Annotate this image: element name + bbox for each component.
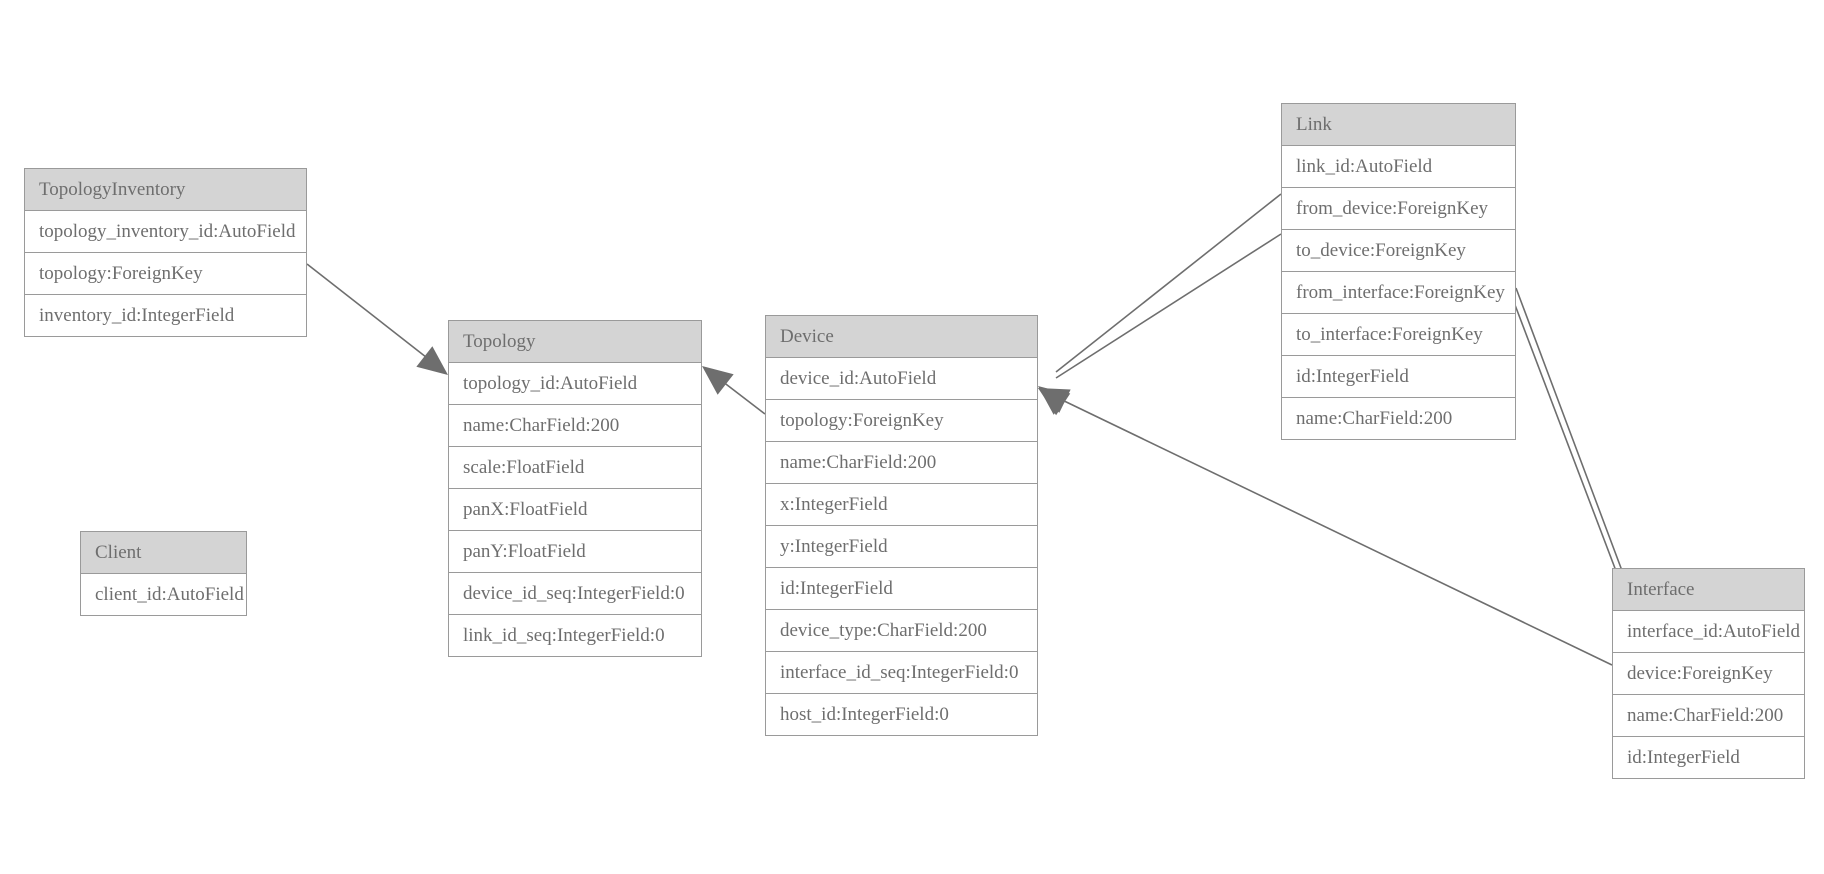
entity-field: from_device:ForeignKey	[1282, 188, 1515, 230]
entity-field: link_id:AutoField	[1282, 146, 1515, 188]
entity-title-interface: Interface	[1613, 569, 1804, 611]
entity-field: name:CharField:200	[766, 442, 1037, 484]
entity-field: topology_inventory_id:AutoField	[25, 211, 306, 253]
entity-field: device_id_seq:IntegerField:0	[449, 573, 701, 615]
entity-field: link_id_seq:IntegerField:0	[449, 615, 701, 656]
entity-field: from_interface:ForeignKey	[1282, 272, 1515, 314]
entity-field: host_id:IntegerField:0	[766, 694, 1037, 735]
entity-field: name:CharField:200	[449, 405, 701, 447]
rel-link-frominterface-interface	[1503, 275, 1655, 612]
entity-title-topology_inventory: TopologyInventory	[25, 169, 306, 211]
entity-title-topology: Topology	[449, 321, 701, 363]
entity-title-device: Device	[766, 316, 1037, 358]
entity-field: inventory_id:IntegerField	[25, 295, 306, 336]
entity-title-client: Client	[81, 532, 246, 574]
entity-field: topology:ForeignKey	[766, 400, 1037, 442]
entity-field: topology:ForeignKey	[25, 253, 306, 295]
relation-line	[1055, 233, 1282, 379]
entity-field: interface_id:AutoField	[1613, 611, 1804, 653]
entity-field: id:IntegerField	[1613, 737, 1804, 778]
entity-field: device_type:CharField:200	[766, 610, 1037, 652]
rel-topologyinventory-topology	[306, 263, 448, 375]
relation-line	[306, 263, 441, 369]
entity-field: id:IntegerField	[766, 568, 1037, 610]
entity-field: scale:FloatField	[449, 447, 701, 489]
entity-field: to_interface:ForeignKey	[1282, 314, 1515, 356]
entity-field: device:ForeignKey	[1613, 653, 1804, 695]
entity-field: panX:FloatField	[449, 489, 701, 531]
entity-field: to_device:ForeignKey	[1282, 230, 1515, 272]
entity-field: name:CharField:200	[1613, 695, 1804, 737]
relation-arrowhead	[1038, 388, 1071, 413]
entity-field: topology_id:AutoField	[449, 363, 701, 405]
relation-line	[1503, 275, 1625, 593]
entity-field: interface_id_seq:IntegerField:0	[766, 652, 1037, 694]
relation-line	[717, 377, 766, 415]
entity-field: name:CharField:200	[1282, 398, 1515, 439]
rel-device-topology	[702, 366, 766, 415]
entity-field: device_id:AutoField	[766, 358, 1037, 400]
relation-line	[1055, 193, 1282, 373]
entity-field: client_id:AutoField	[81, 574, 246, 615]
rel-link-fromdevice-device	[1038, 193, 1282, 415]
rel-link-todevice-device	[1038, 233, 1282, 416]
entity-title-link: Link	[1282, 104, 1515, 146]
entity-field: y:IntegerField	[766, 526, 1037, 568]
entity-field: panY:FloatField	[449, 531, 701, 573]
entity-field: x:IntegerField	[766, 484, 1037, 526]
relation-line	[1515, 287, 1631, 593]
entity-field: id:IntegerField	[1282, 356, 1515, 398]
